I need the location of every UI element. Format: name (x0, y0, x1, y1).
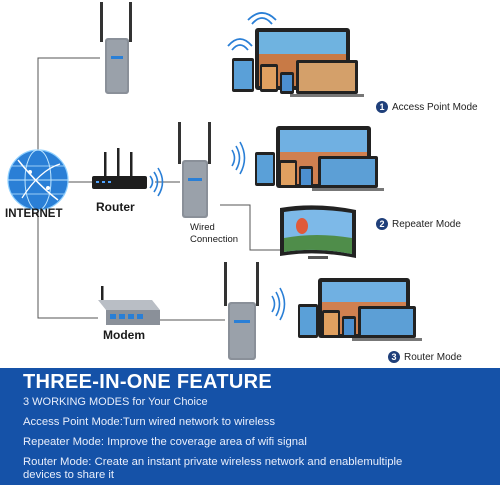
feature-line-router: Router Mode: Create an instant private w… (23, 456, 403, 468)
mode-label-text: Repeater Mode (392, 218, 461, 230)
wired-label-line1: Wired (190, 222, 215, 233)
modem-label: Modem (103, 328, 145, 342)
device-cluster-router (298, 278, 422, 341)
wifi-icon (271, 287, 286, 321)
feature-line-router-cont: devices to share it (23, 469, 115, 481)
feature-banner: THREE-IN-ONE FEATURE 3 WORKING MODES for… (0, 368, 500, 485)
diagram-area: INTERNET Router Modem Wired Connection 1… (5, 2, 478, 363)
mode-label-text: Router Mode (404, 351, 462, 363)
feature-line-access-point: Access Point Mode:Turn wired network to … (23, 416, 275, 428)
device-cluster-ap (227, 12, 364, 97)
mode-label-text: Access Point Mode (392, 101, 478, 113)
globe-icon (7, 149, 69, 211)
feature-line-repeater: Repeater Mode: Improve the coverage area… (23, 436, 307, 448)
mode-number-badge: 2 (376, 218, 388, 230)
modem-device (98, 286, 160, 325)
wifi-icon (231, 141, 246, 175)
internet-label: INTERNET (5, 208, 63, 220)
extender-device-ap (100, 2, 132, 94)
mode-label-access-point: 1 Access Point Mode (376, 101, 478, 113)
network-diagram (7, 2, 422, 360)
wifi-icon (227, 12, 277, 51)
feature-subtitle: 3 WORKING MODES for Your Choice (23, 396, 208, 408)
router-label: Router (96, 200, 135, 214)
mode-number-badge: 3 (388, 351, 400, 363)
mode-label-repeater: 2 Repeater Mode (376, 218, 461, 230)
wifi-icon (149, 167, 164, 197)
wired-label-line2: Connection (190, 234, 239, 245)
connection-lines (37, 57, 280, 321)
feature-title: THREE-IN-ONE FEATURE (23, 371, 272, 393)
device-cluster-repeater (255, 126, 384, 191)
extender-device-repeater (178, 122, 211, 218)
mode-label-router: 3 Router Mode (388, 351, 462, 363)
extender-device-router (224, 262, 259, 360)
tv-device (280, 205, 356, 259)
mode-number-badge: 1 (376, 101, 388, 113)
router-device (92, 148, 147, 189)
